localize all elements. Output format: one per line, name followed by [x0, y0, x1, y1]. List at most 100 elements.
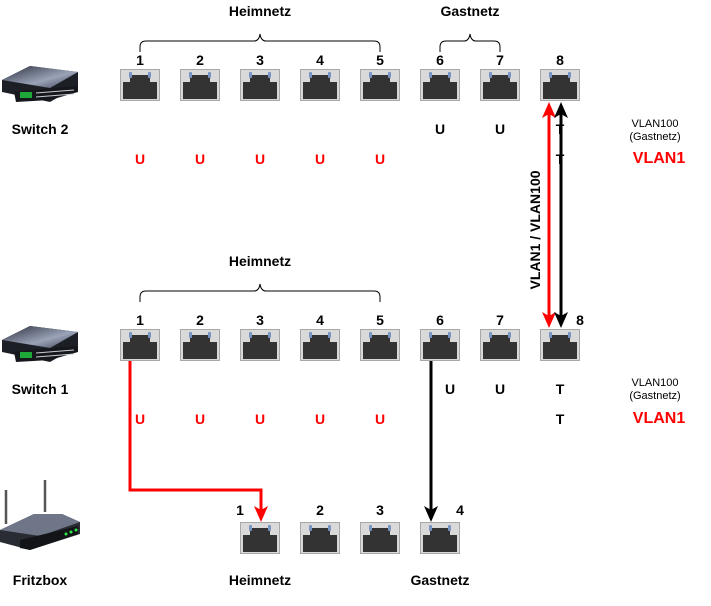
ethernet-port-icon [120, 69, 160, 101]
link-vlan1-switch1-to-fritzbox [128, 361, 263, 512]
vlan1-membership: U [194, 151, 206, 167]
vlan100-membership: U [494, 381, 506, 397]
switch1-label: Switch 1 [11, 381, 69, 397]
vlan1-membership: U [134, 151, 146, 167]
switch1-port-number: 6 [436, 312, 444, 328]
vlan100-membership: U [434, 121, 446, 137]
arrowhead-fritzbox-port1 [254, 506, 268, 522]
ethernet-port-icon [240, 329, 280, 361]
switch1-port-6 [420, 329, 460, 361]
switch2-port-7 [480, 69, 520, 101]
ethernet-port-icon [540, 69, 580, 101]
switch2-port-number: 8 [556, 52, 564, 68]
switch1-port-2 [180, 329, 220, 361]
router-icon [0, 478, 82, 554]
switch2-port-4 [300, 69, 340, 101]
vlan100-membership: U [444, 381, 456, 397]
vlan1-membership: U [194, 411, 206, 427]
fritzbox-port-number: 4 [456, 502, 464, 518]
fritzbox-port-4 [420, 522, 460, 554]
ethernet-port-icon [420, 69, 460, 101]
legend-vlan100-switch2: VLAN100 (Gastnetz) [629, 118, 680, 144]
ethernet-port-icon [360, 69, 400, 101]
legend-vlan100-switch1: VLAN100 (Gastnetz) [629, 377, 680, 403]
vlan100-membership: U [494, 121, 506, 137]
ethernet-port-icon [180, 329, 220, 361]
switch1-port-number: 2 [196, 312, 204, 328]
fritzbox-port-number: 2 [316, 502, 324, 518]
ethernet-port-icon [300, 69, 340, 101]
arrowhead-fritzbox-port4 [424, 506, 438, 522]
switch2-port-6 [420, 69, 460, 101]
switch1-port-3 [240, 329, 280, 361]
switch2-port-3 [240, 69, 280, 101]
fritzbox-label: Fritzbox [12, 572, 68, 588]
switch1-port-4 [300, 329, 340, 361]
vlan1-membership: U [374, 151, 386, 167]
switch2-port-number: 4 [316, 52, 324, 68]
fritzbox-gastnetz-label: Gastnetz [410, 572, 470, 588]
ethernet-port-icon [420, 522, 460, 554]
trunk-vlan1-arrowhead-down [542, 312, 556, 328]
ethernet-port-icon [240, 522, 280, 554]
fritzbox-port-number: 1 [236, 502, 244, 518]
fritzbox-port-2 [300, 522, 340, 554]
switch1-port-number: 8 [576, 312, 584, 328]
ethernet-port-icon [420, 329, 460, 361]
switch2-port-number: 7 [496, 52, 504, 68]
switch1-port-7 [480, 329, 520, 361]
vlan1-membership: T [555, 411, 565, 427]
ethernet-port-icon [300, 522, 340, 554]
switch2-port-5 [360, 69, 400, 101]
bracket-gastnetz-switch2 [439, 33, 501, 52]
fritzbox-heimnetz-label: Heimnetz [228, 572, 292, 588]
switch2-port-1 [120, 69, 160, 101]
ethernet-port-icon [480, 329, 520, 361]
network-switch-icon [0, 322, 80, 366]
switch2-port-2 [180, 69, 220, 101]
vlan100-membership: T [555, 121, 565, 137]
fritzbox-port-3 [360, 522, 400, 554]
switch2-port-number: 1 [136, 52, 144, 68]
switch1-port-5 [360, 329, 400, 361]
fritzbox-port-number: 3 [376, 502, 384, 518]
bracket-heimnetz-switch1 [139, 283, 381, 302]
trunk-vlan100-arrowhead-down [554, 312, 568, 328]
ethernet-port-icon [300, 329, 340, 361]
vlan1-membership: U [314, 151, 326, 167]
trunk-label: VLAN1 / VLAN100 [527, 170, 543, 290]
switch2-port-number: 2 [196, 52, 204, 68]
vlan1-membership: T [555, 151, 565, 167]
switch2-port-number: 6 [436, 52, 444, 68]
legend-vlan100-desc: (Gastnetz) [629, 131, 681, 143]
vlan1-membership: U [134, 411, 146, 427]
network-switch-icon [0, 62, 80, 106]
ethernet-port-icon [360, 522, 400, 554]
switch2-port-number: 5 [376, 52, 384, 68]
switch1-port-number: 5 [376, 312, 384, 328]
switch2-port-number: 3 [256, 52, 264, 68]
vlan1-membership: U [374, 411, 386, 427]
ethernet-port-icon [120, 329, 160, 361]
legend-vlan1-switch1: VLAN1 [632, 410, 686, 427]
ethernet-port-icon [540, 329, 580, 361]
ethernet-port-icon [360, 329, 400, 361]
switch1-port-1 [120, 329, 160, 361]
trunk-vlan100-arrowhead-up [554, 102, 568, 118]
vlan100-membership: T [555, 381, 565, 397]
vlan1-membership: U [254, 151, 266, 167]
switch2-port-8 [540, 69, 580, 101]
switch1-port-number: 4 [316, 312, 324, 328]
legend-vlan100-desc: (Gastnetz) [629, 390, 681, 402]
vlan1-membership: U [314, 411, 326, 427]
switch2-label: Switch 2 [11, 121, 69, 137]
ethernet-port-icon [180, 69, 220, 101]
fritzbox-port-1 [240, 522, 280, 554]
switch2-gastnetz-label: Gastnetz [440, 3, 500, 19]
switch1-port-8 [540, 329, 580, 361]
bracket-heimnetz-switch2 [139, 33, 381, 52]
switch1-port-number: 1 [136, 312, 144, 328]
vlan1-membership: U [254, 411, 266, 427]
ethernet-port-icon [240, 69, 280, 101]
